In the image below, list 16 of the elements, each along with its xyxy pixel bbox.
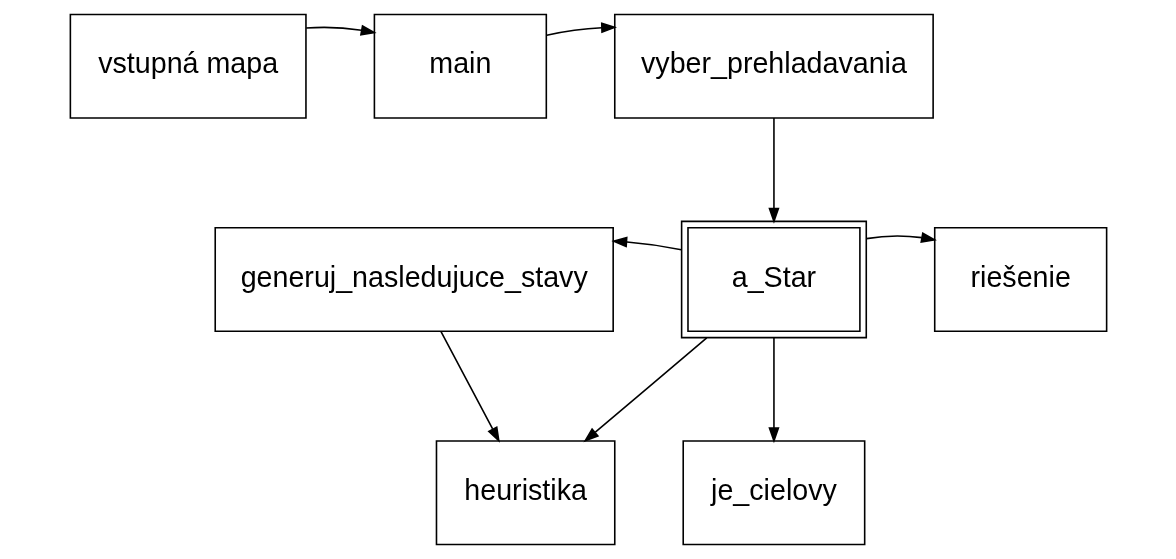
arrow bbox=[439, 330, 500, 443]
arrow bbox=[304, 24, 377, 36]
arrow bbox=[582, 337, 708, 443]
arrow bbox=[865, 232, 937, 244]
node-box: je_cielovy bbox=[681, 440, 865, 546]
arrow bbox=[610, 236, 682, 251]
node-box: a_Star bbox=[680, 220, 867, 339]
arrow bbox=[767, 117, 780, 224]
arrow bbox=[545, 22, 617, 36]
node-box: riešenie bbox=[933, 226, 1107, 333]
arrow bbox=[767, 337, 780, 444]
node-box: vyber_prehladavania bbox=[613, 13, 934, 119]
node-box: heuristika bbox=[435, 440, 616, 546]
node-box: generuj_nasledujuce_stavy bbox=[213, 226, 614, 333]
node-box: main bbox=[373, 13, 547, 119]
node-box: vstupná mapa bbox=[69, 13, 307, 119]
